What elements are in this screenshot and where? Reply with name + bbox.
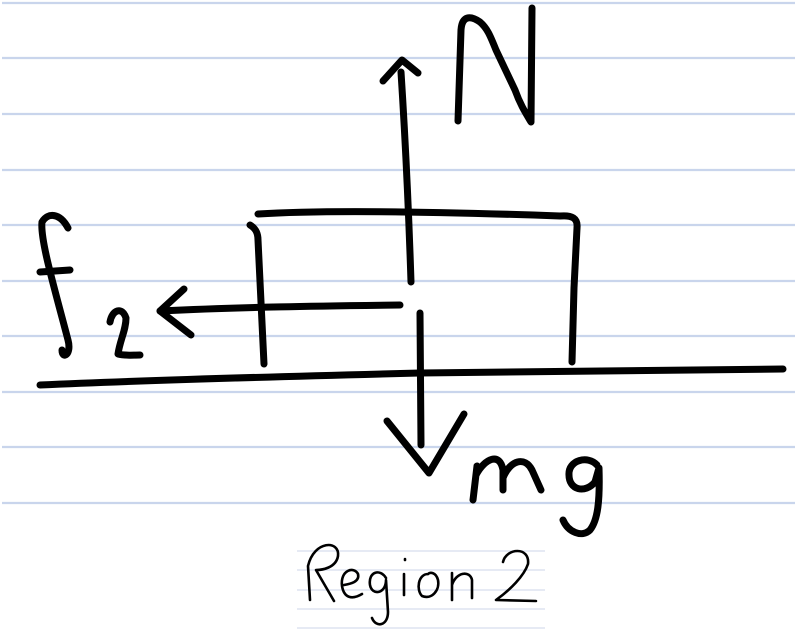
caption-handwriting (306, 543, 538, 626)
ground-line (36, 365, 787, 389)
block-top-edge (254, 208, 581, 232)
block-left-edge (246, 221, 268, 368)
friction-label-subscript (106, 307, 144, 359)
weight-label-m (469, 455, 545, 504)
weight-label-g (559, 456, 603, 538)
normal-force-arrow (397, 68, 415, 286)
friction-arrow (156, 301, 404, 315)
block-right-edge (568, 224, 581, 366)
weight-arrow (416, 309, 425, 449)
weight-arrowhead-icon (383, 410, 468, 477)
friction-arrowhead-icon (156, 285, 195, 339)
normal-force-label (454, 4, 536, 126)
ruled-lines (2, 1, 795, 505)
normal-arrowhead-icon (379, 56, 422, 85)
friction-label-f (36, 212, 74, 359)
caption: Region 2 (300, 532, 545, 612)
